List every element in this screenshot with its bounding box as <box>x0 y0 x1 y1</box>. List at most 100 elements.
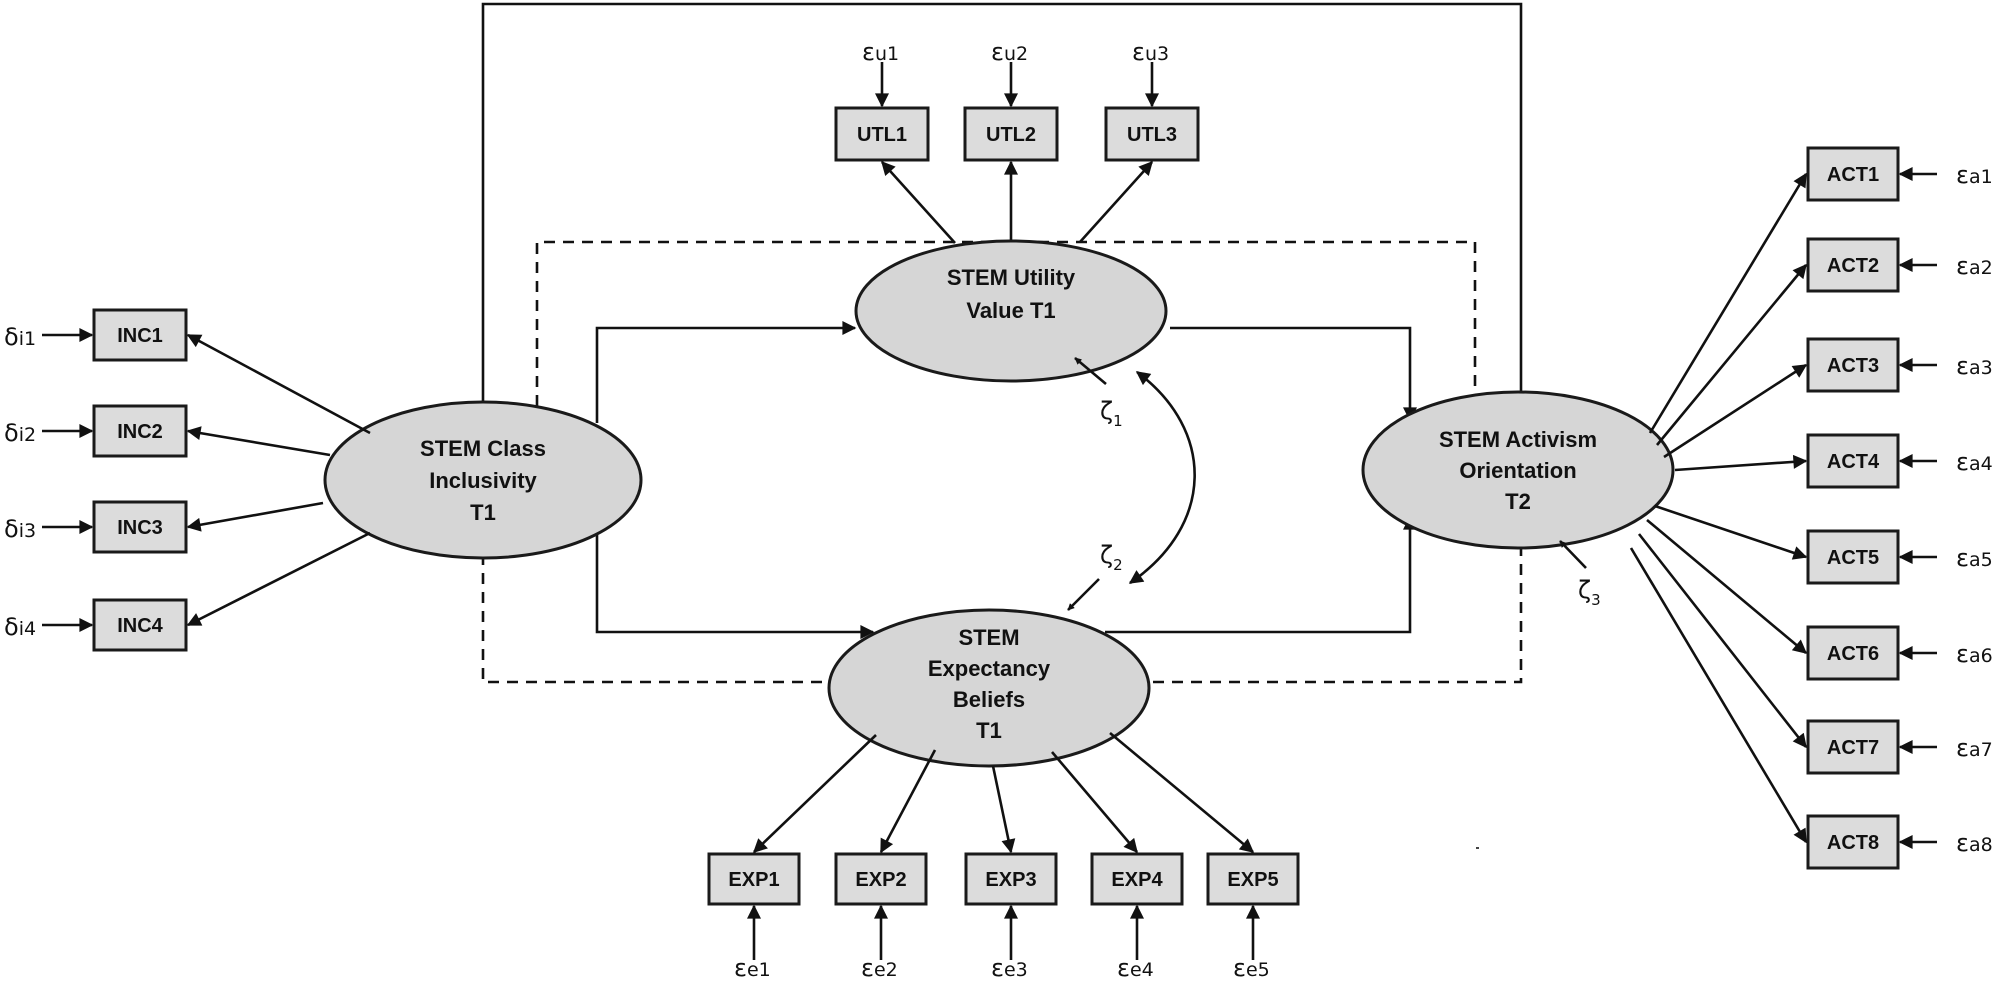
error-term-label: εa7 <box>1956 734 1993 762</box>
indicator-label: INC3 <box>117 517 163 539</box>
disturbance-arrow <box>1067 578 1100 611</box>
latent-label-line: Orientation <box>1459 458 1576 483</box>
disturbance-label: ζ1 <box>1100 397 1123 430</box>
loading-arrow <box>1079 160 1153 243</box>
latent-stem-utility-value: STEM Utility Value T1 <box>854 239 1168 383</box>
error-term-label: δi1 <box>4 323 36 351</box>
covariance-zeta1-zeta2 <box>1128 370 1196 585</box>
indicator-label: EXP3 <box>985 869 1036 891</box>
indicator-box <box>1806 814 1900 870</box>
latent-label-line: T1 <box>976 718 1002 743</box>
error-term-label: εa8 <box>1956 829 1993 857</box>
loading-arrow <box>1648 172 1808 434</box>
indicator-label: UTL3 <box>1127 124 1177 146</box>
latent-stem-class-inclusivity: STEM Class Inclusivity T1 <box>323 400 643 560</box>
indicator-inc4: INC4 δi4 <box>4 531 371 652</box>
path-inclusivity-to-activism-direct <box>481 2 1528 430</box>
indicator-label: ACT2 <box>1827 255 1879 277</box>
error-term-label: δi4 <box>4 613 36 641</box>
indicator-exp4: EXP4 εe4 <box>1051 751 1184 982</box>
indicator-exp5: EXP5 εe5 <box>1109 732 1300 982</box>
path-inclusivity-to-expectancy <box>595 535 875 639</box>
loading-arrow <box>186 333 371 435</box>
indicator-box <box>1806 625 1900 681</box>
indicator-box <box>707 852 801 906</box>
stray-mark <box>1476 847 1479 849</box>
disturbance-arrow <box>1074 357 1107 385</box>
disturbances: ζ1 ζ2 ζ3 <box>1067 357 1601 611</box>
latent-label-line: T2 <box>1505 489 1531 514</box>
indicator-box <box>1806 237 1900 293</box>
disturbance-zeta2: ζ2 <box>1067 541 1123 611</box>
latent-label-line: Value T1 <box>966 298 1055 323</box>
latent-label-line: T1 <box>470 500 496 525</box>
error-term-label: δi2 <box>4 419 36 447</box>
indicator-label: EXP2 <box>855 869 906 891</box>
indicator-box <box>834 106 930 162</box>
indicator-inc2: INC2 δi2 <box>4 404 331 458</box>
disturbance-zeta1: ζ1 <box>1074 357 1123 430</box>
indicator-box <box>92 500 188 554</box>
loading-arrow <box>186 426 331 457</box>
error-term-label: εa3 <box>1956 352 1993 380</box>
indicator-label: EXP4 <box>1111 869 1163 891</box>
error-term-label: εe3 <box>991 954 1028 982</box>
indicator-box <box>964 852 1058 906</box>
indicator-box <box>1090 852 1184 906</box>
indicator-act1: ACT1 εa1 <box>1648 146 1993 434</box>
error-term-label: εa4 <box>1956 448 1993 476</box>
indicator-label: ACT1 <box>1827 164 1879 186</box>
error-term-label: εu2 <box>991 38 1028 66</box>
indicator-label: INC1 <box>117 325 163 347</box>
indicator-label: INC2 <box>117 421 163 443</box>
loading-arrow <box>1663 363 1808 459</box>
indicator-box <box>1206 852 1300 906</box>
indicator-box <box>92 598 188 652</box>
loading-arrow <box>186 531 371 627</box>
indicator-box <box>1104 106 1200 162</box>
loading-arrow <box>879 749 937 854</box>
indicator-exp2: EXP2 εe2 <box>834 749 937 982</box>
indicator-label: ACT7 <box>1827 737 1879 759</box>
indicator-inc1: INC1 δi1 <box>4 308 371 435</box>
error-term-label: εa1 <box>1956 161 1993 189</box>
latent-variables: STEM Class Inclusivity T1 STEM Utility V… <box>323 239 1675 768</box>
latent-label-line: STEM Utility <box>947 265 1076 290</box>
loading-arrow <box>1637 533 1808 749</box>
error-term-label: εe1 <box>734 954 771 982</box>
indicator-label: INC4 <box>117 615 163 637</box>
indicator-act4: ACT4 εa4 <box>1674 433 1993 489</box>
indicator-act7: ACT7 εa7 <box>1637 533 1993 775</box>
error-term-label: εu1 <box>862 38 899 66</box>
latent-label-line: Expectancy <box>928 656 1051 681</box>
error-term-label: εe5 <box>1233 954 1270 982</box>
error-term-label: εe2 <box>861 954 898 982</box>
indicator-box <box>1806 719 1900 775</box>
latent-stem-expectancy-beliefs: STEM Expectancy Beliefs T1 <box>827 608 1151 768</box>
loading-arrow <box>881 160 956 244</box>
indicator-label: ACT4 <box>1827 451 1880 473</box>
disturbance-arrow <box>1559 540 1587 569</box>
loading-arrow <box>1655 263 1808 446</box>
latent-label-line: Beliefs <box>953 687 1025 712</box>
disturbance-label: ζ2 <box>1100 541 1123 574</box>
error-term-label: εe4 <box>1117 954 1154 982</box>
error-term-label: εa6 <box>1956 640 1993 668</box>
latent-label-line: STEM Class <box>420 436 546 461</box>
indicator-label: EXP5 <box>1227 869 1278 891</box>
loading-arrow <box>1051 751 1138 854</box>
disturbance-label: ζ3 <box>1578 576 1601 609</box>
indicator-box <box>1806 529 1900 585</box>
disturbance-zeta3: ζ3 <box>1559 540 1601 609</box>
indicator-label: ACT5 <box>1827 547 1879 569</box>
